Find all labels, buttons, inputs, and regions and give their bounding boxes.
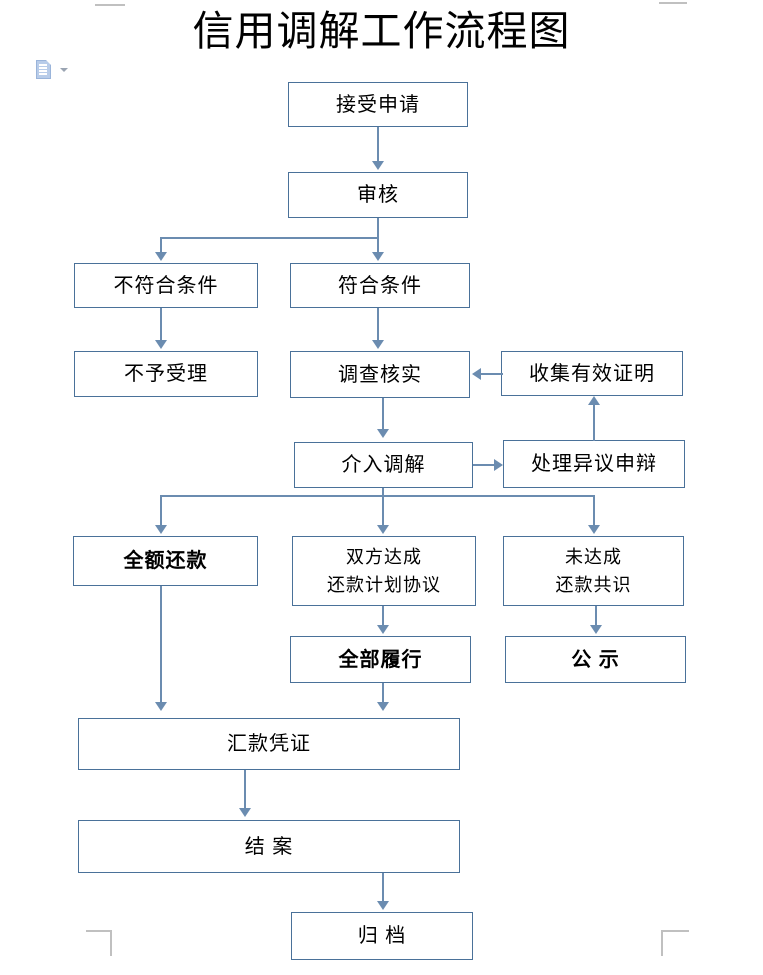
node-full-repayment[interactable]: 全额还款 bbox=[73, 536, 258, 586]
arrow-mediation-to-objection bbox=[494, 459, 503, 471]
node-label: 全额还款 bbox=[123, 550, 208, 572]
node-label: 归 档 bbox=[357, 925, 407, 947]
node-label: 处理异议申辩 bbox=[531, 453, 657, 475]
node-fully-performed[interactable]: 全部履行 bbox=[290, 636, 471, 683]
arrow-split-to-agreement bbox=[377, 525, 389, 534]
arrow-full-repayment-to-voucher bbox=[155, 702, 167, 711]
connector-mediation-stem bbox=[382, 488, 384, 497]
node-label: 介入调解 bbox=[341, 454, 426, 476]
connector-split-to-full-repayment bbox=[160, 495, 162, 526]
node-label: 公 示 bbox=[571, 648, 620, 671]
page-title: 信用调解工作流程图 bbox=[192, 8, 571, 54]
arrow-investigate-to-mediation bbox=[377, 429, 389, 438]
arrow-case-closed-to-archive bbox=[377, 901, 389, 910]
node-handle-objection[interactable]: 处理异议申辩 bbox=[503, 440, 685, 488]
node-label: 全部履行 bbox=[338, 648, 423, 671]
chevron-down-icon[interactable] bbox=[60, 68, 68, 72]
arrow-agreement-to-performed bbox=[377, 625, 389, 634]
document-fold-corner bbox=[46, 60, 52, 66]
node-remittance-voucher[interactable]: 汇款凭证 bbox=[78, 718, 460, 770]
node-public-notice[interactable]: 公 示 bbox=[505, 636, 686, 683]
margin-mark-top-right bbox=[659, 2, 687, 4]
connector-performed-to-voucher bbox=[382, 683, 384, 703]
connector-review-to-not-meet bbox=[160, 237, 162, 255]
connector-full-repayment-to-voucher bbox=[160, 586, 162, 703]
margin-mark-bottom-left bbox=[86, 930, 112, 956]
connector-meet-to-investigate bbox=[377, 308, 379, 341]
node-not-meet-conditions[interactable]: 不符合条件 bbox=[74, 263, 258, 308]
arrow-no-consensus-to-notice bbox=[590, 625, 602, 634]
connector-not-meet-to-not-accepted bbox=[160, 308, 162, 341]
connector-agreement-to-performed bbox=[382, 606, 384, 625]
arrow-not-meet-to-not-accepted bbox=[155, 340, 167, 349]
connector-review-split-bar bbox=[160, 237, 379, 239]
arrow-performed-to-voucher bbox=[377, 702, 389, 711]
connector-review-to-meet bbox=[377, 237, 379, 255]
arrow-review-to-meet bbox=[372, 252, 384, 261]
arrow-voucher-to-case-closed bbox=[239, 808, 251, 817]
node-label: 结 案 bbox=[244, 835, 294, 858]
node-label: 收集有效证明 bbox=[529, 362, 655, 385]
node-label: 审核 bbox=[357, 184, 399, 206]
arrow-objection-to-collect bbox=[588, 396, 600, 405]
connector-objection-to-collect bbox=[593, 405, 595, 441]
connector-accept-to-review bbox=[377, 127, 379, 163]
node-investigate-verify[interactable]: 调查核实 bbox=[290, 351, 470, 398]
paste-options-button[interactable] bbox=[36, 60, 70, 82]
connector-collect-to-investigate bbox=[481, 373, 503, 375]
node-review[interactable]: 审核 bbox=[288, 172, 468, 218]
node-label-line1: 双方达成 bbox=[346, 547, 422, 567]
node-no-consensus[interactable]: 未达成 还款共识 bbox=[503, 536, 684, 606]
node-meet-conditions[interactable]: 符合条件 bbox=[290, 263, 470, 308]
connector-split-to-no-consensus bbox=[593, 495, 595, 526]
node-case-closed[interactable]: 结 案 bbox=[78, 820, 460, 873]
node-label: 符合条件 bbox=[338, 274, 422, 297]
node-label: 不予受理 bbox=[124, 363, 208, 385]
node-not-accepted[interactable]: 不予受理 bbox=[74, 351, 258, 397]
paste-document-icon bbox=[36, 60, 52, 79]
connector-voucher-to-case-closed bbox=[244, 770, 246, 810]
connector-mediation-to-objection bbox=[473, 464, 495, 466]
node-intervene-mediation[interactable]: 介入调解 bbox=[294, 442, 473, 488]
margin-mark-top-left bbox=[95, 4, 125, 6]
node-accept-application[interactable]: 接受申请 bbox=[288, 82, 468, 127]
connector-review-stem bbox=[377, 218, 379, 238]
node-agreement-reached[interactable]: 双方达成 还款计划协议 bbox=[292, 536, 476, 606]
margin-mark-bottom-right bbox=[661, 930, 689, 956]
connector-case-closed-to-archive bbox=[382, 873, 384, 903]
connector-three-way-split-bar bbox=[160, 495, 595, 497]
node-label: 汇款凭证 bbox=[227, 733, 311, 755]
node-collect-valid-proof[interactable]: 收集有效证明 bbox=[501, 351, 683, 396]
node-label: 不符合条件 bbox=[113, 274, 219, 297]
connector-investigate-to-mediation bbox=[382, 398, 384, 430]
arrow-split-to-full-repayment bbox=[155, 525, 167, 534]
connector-split-to-agreement bbox=[382, 495, 384, 526]
arrow-review-to-not-meet bbox=[155, 252, 167, 261]
connector-no-consensus-to-notice bbox=[595, 606, 597, 625]
node-label-line2: 还款共识 bbox=[555, 575, 632, 595]
node-label: 调查核实 bbox=[338, 363, 422, 386]
arrow-accept-to-review bbox=[372, 161, 384, 170]
node-archive[interactable]: 归 档 bbox=[291, 912, 473, 960]
node-label-line1: 未达成 bbox=[565, 547, 622, 567]
arrow-collect-to-investigate bbox=[472, 368, 481, 380]
node-label-line2: 还款计划协议 bbox=[327, 575, 441, 595]
arrow-split-to-no-consensus bbox=[588, 525, 600, 534]
arrow-meet-to-investigate bbox=[372, 340, 384, 349]
node-label: 接受申请 bbox=[336, 93, 420, 116]
